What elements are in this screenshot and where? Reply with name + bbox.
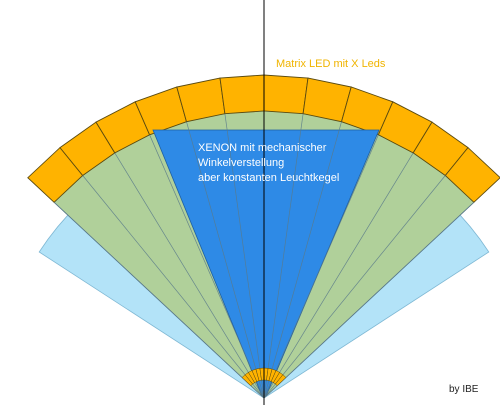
credit-label: by IBE bbox=[449, 384, 479, 395]
xenon-label-line-1: XENON mit mechanischer bbox=[198, 142, 327, 154]
led-ray-line bbox=[263, 121, 342, 399]
led-ray-line bbox=[224, 113, 265, 399]
led-segment bbox=[219, 74, 265, 115]
led-ray-line bbox=[263, 113, 304, 399]
led-ray-line bbox=[263, 202, 475, 399]
led-ray-line bbox=[263, 152, 414, 399]
led-ray-line bbox=[82, 175, 265, 399]
matrix-led-label: Matrix LED mit X Leds bbox=[276, 58, 386, 70]
led-ray-line bbox=[263, 134, 379, 399]
led-segment bbox=[263, 74, 309, 115]
matrix-led-segments bbox=[27, 74, 500, 203]
led-origin-stub bbox=[275, 374, 287, 387]
led-ray-line bbox=[149, 134, 265, 399]
led-ray-line bbox=[186, 121, 265, 399]
led-ray-line bbox=[53, 202, 265, 399]
xenon-label: XENON mit mechanischer Winkelverstellung… bbox=[198, 141, 339, 186]
xenon-label-line-3: aber konstanten Leuchtkegel bbox=[198, 172, 340, 184]
led-ray-line bbox=[263, 175, 446, 399]
xenon-label-line-2: Winkelverstellung bbox=[198, 157, 285, 169]
led-ray-line bbox=[114, 152, 265, 399]
led-segment bbox=[444, 146, 500, 203]
